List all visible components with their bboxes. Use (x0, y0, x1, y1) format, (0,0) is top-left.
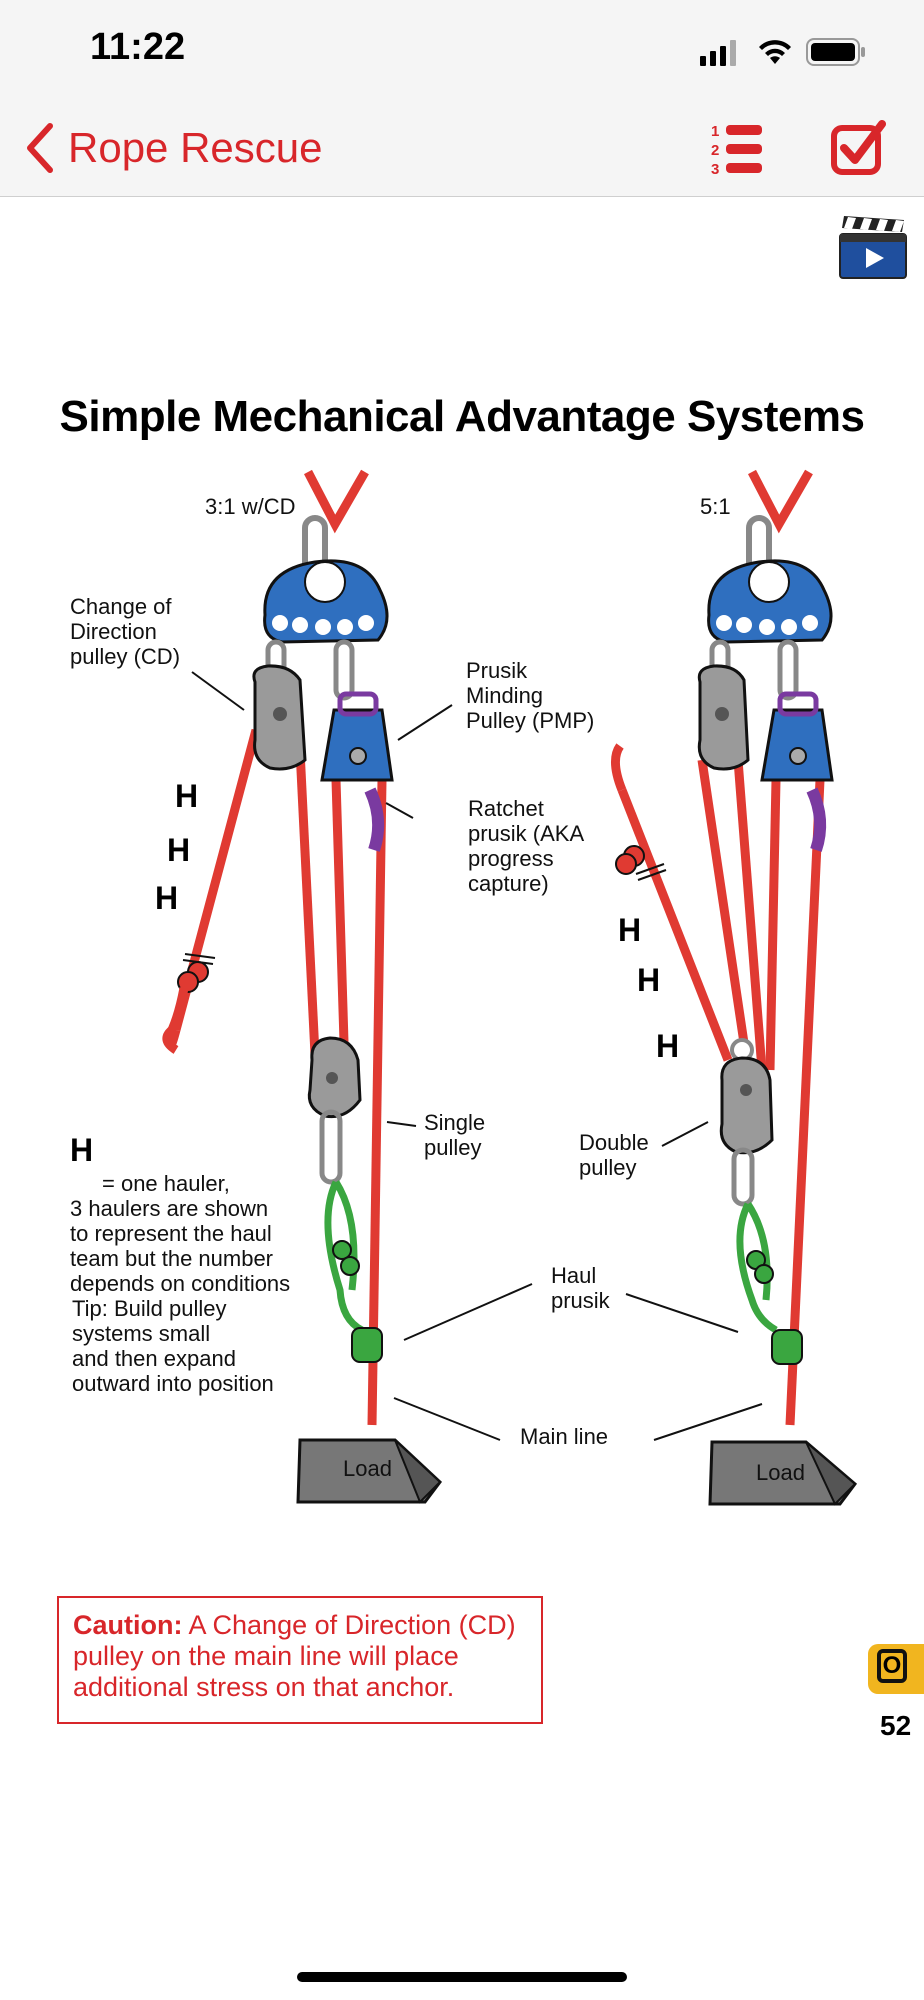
label-haul-prusik: Haul prusik (551, 1263, 610, 1313)
svg-text:2: 2 (711, 142, 719, 159)
hauler-mark: H (618, 912, 642, 948)
wifi-icon (759, 40, 791, 64)
right-system-drawing (611, 469, 858, 1506)
label-change-of-direction: Change of Direction pulley (CD) (70, 594, 181, 669)
caution-text: A Change of Direction (CD) pulley on the… (73, 1610, 516, 1702)
hauler-mark: H (637, 962, 661, 998)
navigation-bar: Rope Rescue 1 2 3 (0, 100, 924, 197)
tip-note: Tip: Build pulley systems small and then… (72, 1296, 274, 1396)
left-system-label: 3:1 w/CD (205, 494, 296, 519)
status-bar: 11:22 (0, 0, 924, 100)
left-system-drawing (162, 469, 533, 1504)
numbered-list-icon[interactable]: 1 2 3 (708, 120, 766, 178)
label-main-line: Main line (520, 1424, 609, 1449)
checkbox-icon[interactable] (830, 120, 886, 176)
cellular-signal-icon (700, 40, 736, 66)
svg-text:3: 3 (711, 161, 719, 178)
hauler-mark: H (656, 1028, 680, 1064)
hauler-note: = one hauler, 3 haulers are shown to rep… (70, 1146, 330, 1296)
back-button[interactable]: Rope Rescue (24, 118, 322, 178)
label-ratchet: Ratchet prusik (AKA progress capture) (468, 796, 585, 896)
chevron-left-icon (27, 123, 53, 173)
video-clapper-icon[interactable] (838, 214, 908, 280)
hauler-note-text: = one hauler, 3 haulers are shown to rep… (70, 1171, 291, 1296)
hauler-mark: H (175, 778, 199, 814)
page-number: 52 (880, 1710, 912, 1741)
hauler-mark: H (167, 832, 191, 868)
back-button-label: Rope Rescue (68, 124, 323, 171)
label-load-right: Load (756, 1460, 805, 1485)
hauler-legend-mark: H (70, 1132, 94, 1168)
label-double-pulley: Double pulley (579, 1130, 649, 1180)
figure-title: Simple Mechanical Advantage Systems (59, 392, 865, 441)
svg-text:1: 1 (711, 123, 719, 140)
mechanical-advantage-diagram (162, 469, 858, 1506)
hauler-mark: H (155, 880, 179, 916)
label-pmp: Prusik Minding Pulley (PMP) (466, 658, 595, 733)
bookmark-tab[interactable]: O (868, 1644, 924, 1694)
home-indicator[interactable] (297, 1972, 627, 1982)
caution-label: Caution: (73, 1610, 183, 1640)
status-time: 11:22 (90, 26, 186, 68)
battery-icon (806, 38, 865, 66)
bookmark-tab-label: O (877, 1649, 907, 1683)
right-system-label: 5:1 (700, 494, 731, 519)
label-load-left: Load (343, 1456, 392, 1481)
label-single-pulley: Single pulley (424, 1110, 486, 1160)
caution-box: Caution: A Change of Direction (CD) pull… (57, 1596, 543, 1724)
